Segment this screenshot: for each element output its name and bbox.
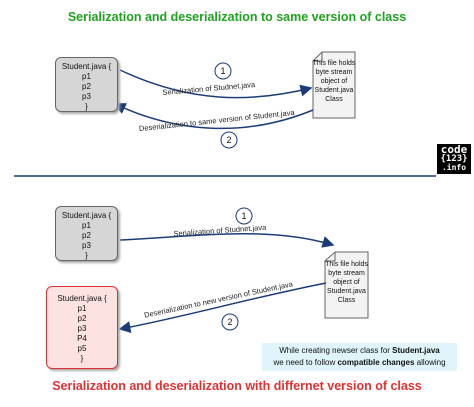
class-box-line: p2 — [82, 82, 91, 91]
note-line-2: we need to follow compatible changes all… — [262, 357, 457, 369]
top-serialization-arrow — [119, 69, 313, 99]
doc-line: byte stream — [315, 69, 353, 76]
class-box-line: p3 — [82, 241, 91, 250]
doc-line: object of — [333, 279, 360, 286]
top-serialization-label: Serialization of Studnet.java — [162, 80, 256, 97]
bottom-diagram-title: Serialization and deserialization with d… — [52, 379, 422, 393]
class-box-line: p1 — [82, 72, 91, 81]
bottom-step-2-circle — [221, 313, 239, 331]
note-line-2-tail: allowing — [414, 358, 446, 367]
note-line-2-bold: compatible changes — [337, 358, 415, 367]
compatibility-note: While creating newser class for Student.… — [262, 343, 457, 371]
top-file-document-text: This file holds byte stream object of St… — [313, 59, 356, 104]
bottom-file-document-shape — [324, 251, 369, 319]
logo-line-2: {123} — [440, 154, 468, 164]
bottom-deserialization-label: Deserialization to new version of Studen… — [143, 279, 294, 320]
bottom-step-1-number: 1 — [241, 211, 246, 221]
doc-line: Student.java — [314, 87, 354, 94]
top-student-class-box: Student.java { p1 p2 p3 } — [55, 57, 118, 112]
logo-line-1: code — [440, 143, 468, 156]
class-box-line: Student.java { — [57, 294, 107, 303]
class-box-line: p1 — [77, 304, 87, 313]
class-box-line: p3 — [82, 92, 91, 101]
class-box-line: P4 — [77, 334, 87, 343]
top-step-2-circle — [220, 131, 238, 149]
doc-line: This file holds — [325, 261, 368, 268]
doc-line: object of — [320, 78, 348, 85]
doc-line: byte stream — [328, 270, 365, 277]
class-box-line: Student.java { — [61, 211, 112, 220]
class-box-line: p2 — [82, 231, 91, 240]
class-box-line: p3 — [77, 324, 87, 333]
bottom-step-2-number: 2 — [227, 317, 232, 327]
class-box-line: } — [85, 102, 88, 111]
top-diagram-title: Serialization and deserialization to sam… — [67, 10, 407, 24]
bottom-serialization-arrow — [119, 233, 335, 248]
class-box-line: } — [85, 251, 88, 260]
doc-line: Class — [325, 96, 343, 103]
top-deserialization-arrow — [113, 103, 314, 130]
doc-line: Class — [337, 297, 356, 304]
top-step-2-number: 2 — [226, 135, 231, 145]
code123-logo: code {123} .info — [437, 144, 471, 174]
doc-line: This file holds — [312, 60, 356, 67]
note-line-1: While creating newser class for Student.… — [262, 345, 457, 357]
top-step-1-number: 1 — [220, 66, 225, 76]
note-line-2-text: we need to follow — [273, 358, 338, 367]
class-box-line: p2 — [77, 314, 87, 323]
class-box-line: p5 — [77, 344, 87, 353]
bottom-file-document-text: This file holds byte stream object of St… — [325, 260, 368, 305]
bottom-student-class-box: Student.java { p1 p2 p3 } — [55, 206, 118, 261]
class-box-line: p1 — [82, 221, 91, 230]
top-step-1-circle — [214, 62, 232, 80]
bottom-deserialization-arrow — [118, 282, 327, 334]
new-version-student-class-box: Student.java { p1 p2 p3 P4 p5 } — [46, 286, 118, 369]
bottom-step-1-circle — [235, 207, 253, 225]
logo-line-3: .info — [441, 163, 467, 172]
note-line-1-text: While creating newser class for — [279, 346, 393, 355]
bottom-serialization-label: Serialization of Studnet.java — [173, 223, 267, 239]
doc-line: Student.java — [327, 288, 366, 295]
class-box-line: } — [80, 354, 84, 363]
class-box-line: Student.java { — [61, 62, 112, 71]
note-line-1-bold: Student.java — [392, 346, 440, 355]
top-file-document-shape — [312, 51, 356, 119]
